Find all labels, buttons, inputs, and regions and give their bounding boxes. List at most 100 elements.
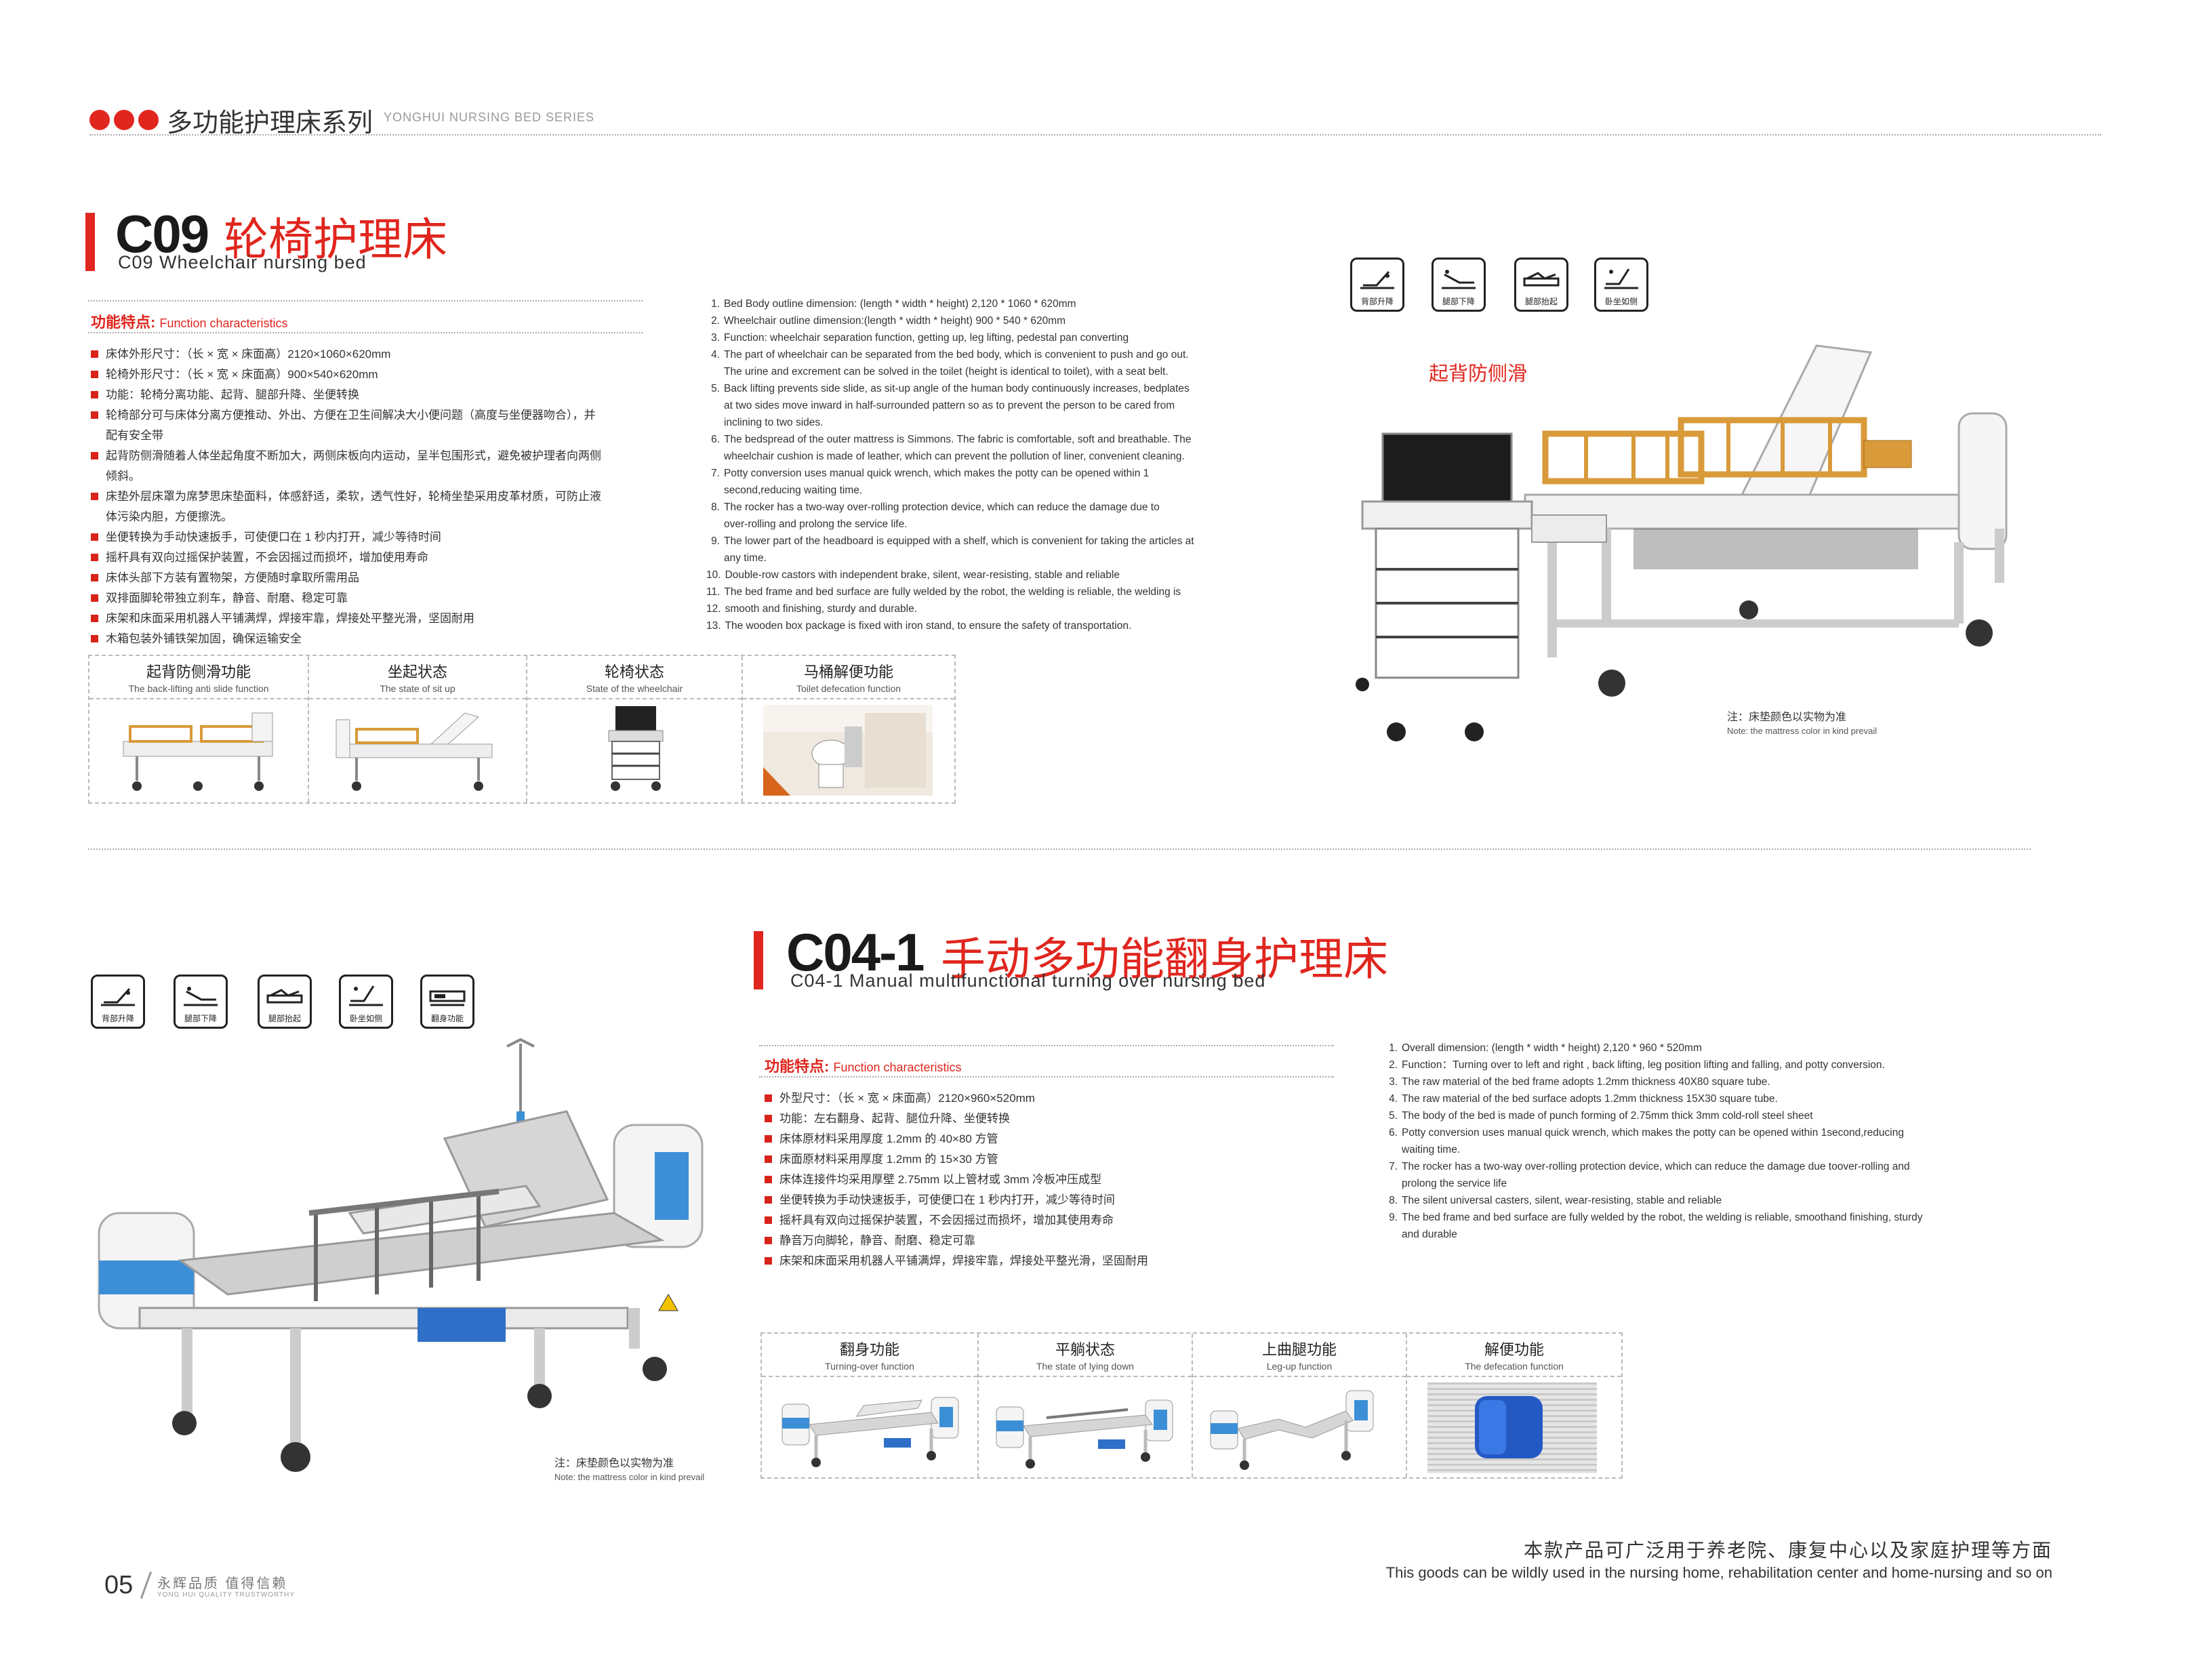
feature-item: 摇杆具有双向过摇保护装置，不会因摇过而损坏，增加使用寿命 [91, 548, 653, 568]
feature-text: Bed Body outline dimension: (length * wi… [724, 298, 1076, 310]
feature-item: 起背防侧滑随着人体坐起角度不断加大，两侧床板向内运动，呈半包围形式，避免被护理者… [91, 446, 653, 466]
feature-item: 双排面脚轮带独立刹车，静音、耐磨、稳定可靠 [91, 588, 653, 609]
feature-item: 木箱包装外铺铁架加固，确保运输安全 [91, 629, 653, 649]
feature-item: 床架和床面采用机器人平铺满焊，焊接牢靠，焊接处平整光滑，坚固耐用 [91, 609, 653, 629]
feature-number: 3. [1389, 1076, 1398, 1088]
c09-note-en: Note: the mattress color in kind prevail [1727, 726, 1878, 736]
c041-name-cn: 手动多功能翻身护理床 [941, 934, 1388, 984]
feature-en-item: 10.Double-row castors with independent b… [706, 567, 1282, 583]
feature-number [706, 516, 724, 533]
feature-text: waiting time. [1402, 1144, 1461, 1155]
mode-icon-label: 翻身功能 [430, 1014, 464, 1023]
c041-note-en: Note: the mattress color in kind prevail [554, 1472, 705, 1482]
c09-fc-cn: 功能特点: [91, 314, 156, 331]
c041-features-en: 1.Overall dimension: (length * width * h… [1384, 1040, 2021, 1243]
tagline-cn: 本款产品可广泛用于养老院、康复中心以及家庭护理等方面 [1523, 1540, 2052, 1561]
c041-name-en: C04-1 Manual multifunctional turning ove… [790, 970, 1266, 991]
feature-en-item: 8.The rocker has a two-way over-rolling … [706, 499, 1282, 516]
feature-en-item: 2.Wheelchair outline dimension:(length *… [706, 312, 1282, 329]
feature-number [706, 448, 724, 465]
feature-en-item: 9.The lower part of the headboard is equ… [706, 533, 1282, 550]
feature-item: 轮椅外形尺寸：（长 × 宽 × 床面高）900×540×620mm [91, 365, 653, 385]
bed-photo [89, 699, 308, 801]
function-label-en: Turning-over function [825, 1361, 914, 1372]
feature-en-item: 4.The raw material of the bed surface ad… [1384, 1090, 2021, 1107]
mode-icon-label: 卧坐如侧 [349, 1014, 382, 1023]
header-dot [138, 110, 159, 130]
c041-title-bar [754, 931, 763, 989]
feature-number: 3. [711, 332, 720, 344]
feature-number: 4. [1389, 1093, 1398, 1105]
c09-fc-en: Function characteristics [159, 316, 288, 330]
toilet-photo [743, 699, 954, 801]
feature-item: 床架和床面采用机器人平铺满焊，焊接牢靠，焊接处平整光滑，坚固耐用 [765, 1251, 1341, 1271]
feature-en-item: 7.The rocker has a two-way over-rolling … [1384, 1158, 2021, 1175]
feature-number: 11. [706, 586, 720, 598]
defecation-photo [1407, 1377, 1621, 1479]
feature-text: The rocker has a two-way over-rolling pr… [1402, 1161, 1910, 1172]
feature-text: second,reducing waiting time. [724, 485, 863, 496]
feature-item: 床面原材料采用厚度 1.2mm 的 15×30 方管 [765, 1149, 1341, 1170]
feature-number: 6. [711, 434, 720, 445]
feature-number [1384, 1141, 1402, 1158]
function-label-cn: 坐起状态 [387, 663, 447, 680]
feature-en-item: wheelchair cushion is made of leather, w… [706, 448, 1282, 465]
c09-fc-heading: 功能特点: Function characteristics [91, 310, 288, 332]
header-dot [114, 110, 134, 130]
feature-en-item: 7.Potty conversion uses manual quick wre… [706, 465, 1282, 482]
feature-item: 轮椅部分可与床体分离方便推动、外出、方便在卫生间解决大小便问题（高度与坐便器吻合… [91, 405, 653, 426]
feature-number: 5. [1389, 1110, 1398, 1122]
feature-en-item: 9.The bed frame and bed surface are full… [1384, 1209, 2021, 1226]
feature-number [706, 363, 724, 380]
function-label-en: Leg-up function [1266, 1361, 1333, 1372]
feature-number: 1. [1389, 1042, 1398, 1054]
feature-en-item: waiting time. [1384, 1141, 2021, 1158]
feature-text: The silent universal casters, silent, we… [1402, 1195, 1722, 1206]
c09-features-en: 1.Bed Body outline dimension: (length * … [706, 295, 1282, 634]
feature-item: 功能：左右翻身、起背、腿位升降、坐便转换 [765, 1109, 1341, 1129]
feature-item: 床垫外层床罩为席梦思床垫面料，体感舒适，柔软，透气性好，轮椅坐垫采用皮革材质，可… [91, 487, 653, 507]
feature-en-item: second,reducing waiting time. [706, 482, 1282, 499]
function-label-cn: 解便功能 [1484, 1341, 1544, 1358]
function-label-en: The state of sit up [380, 683, 455, 694]
feature-item: 配有安全带 [106, 429, 163, 442]
leg-down-icon: 腿部下降 [1432, 258, 1486, 312]
feature-item: 床体原材料采用厚度 1.2mm 的 40×80 方管 [765, 1129, 1341, 1149]
feature-item: 摇杆具有双向过摇保护装置，不会因摇过而损坏，增加其使用寿命 [765, 1210, 1341, 1231]
feature-en-item: inclining to two sides. [706, 414, 1282, 431]
feature-number [706, 482, 724, 499]
feature-number: 2. [1389, 1059, 1398, 1071]
footer-slogan-cn: 永辉品质 值得信赖 [157, 1576, 288, 1591]
function-label-cn: 上曲腿功能 [1261, 1341, 1337, 1358]
feature-text: prolong the service life [1402, 1178, 1507, 1189]
turn-over-icon: 翻身功能 [420, 975, 474, 1029]
mode-icon-label: 腿部抬起 [1524, 297, 1558, 306]
function-label-cn: 起背防侧滑功能 [146, 663, 251, 680]
page-number: 05 [104, 1571, 134, 1599]
mode-icon-label: 卧坐如侧 [1604, 297, 1638, 306]
leg-up-icon: 腿部抬起 [1514, 258, 1568, 312]
feature-en-item: 13.The wooden box package is fixed with … [706, 617, 1282, 634]
feature-en-item: 6.Potty conversion uses manual quick wre… [1384, 1124, 2021, 1141]
feature-en-item: 12.smooth and finishing, sturdy and dura… [706, 600, 1282, 617]
c041-note-cn: 注：床垫颜色以实物为准 [554, 1458, 674, 1469]
feature-text: at two sides move inward in half-surroun… [724, 400, 1175, 411]
series-subtitle: YONGHUI NURSING BED SERIES [384, 110, 595, 124]
c041-fc-en: Function characteristics [833, 1061, 962, 1074]
feature-number: 10. [706, 569, 721, 581]
c09-name-en: C09 Wheelchair nursing bed [118, 252, 367, 272]
feature-en-item: 4.The part of wheelchair can be separate… [706, 346, 1282, 363]
c09-function-cell: 坐起状态 The state of sit up [309, 656, 527, 802]
feature-en-item: any time. [706, 550, 1282, 567]
feature-number: 7. [711, 468, 720, 479]
feature-text: The wooden box package is fixed with iro… [725, 620, 1132, 632]
wheelchair-photo [527, 699, 742, 801]
header-divider [89, 134, 2101, 136]
footer-slogan-en: YONG HUI QUALITY TRUSTWORTHY [157, 1591, 296, 1599]
